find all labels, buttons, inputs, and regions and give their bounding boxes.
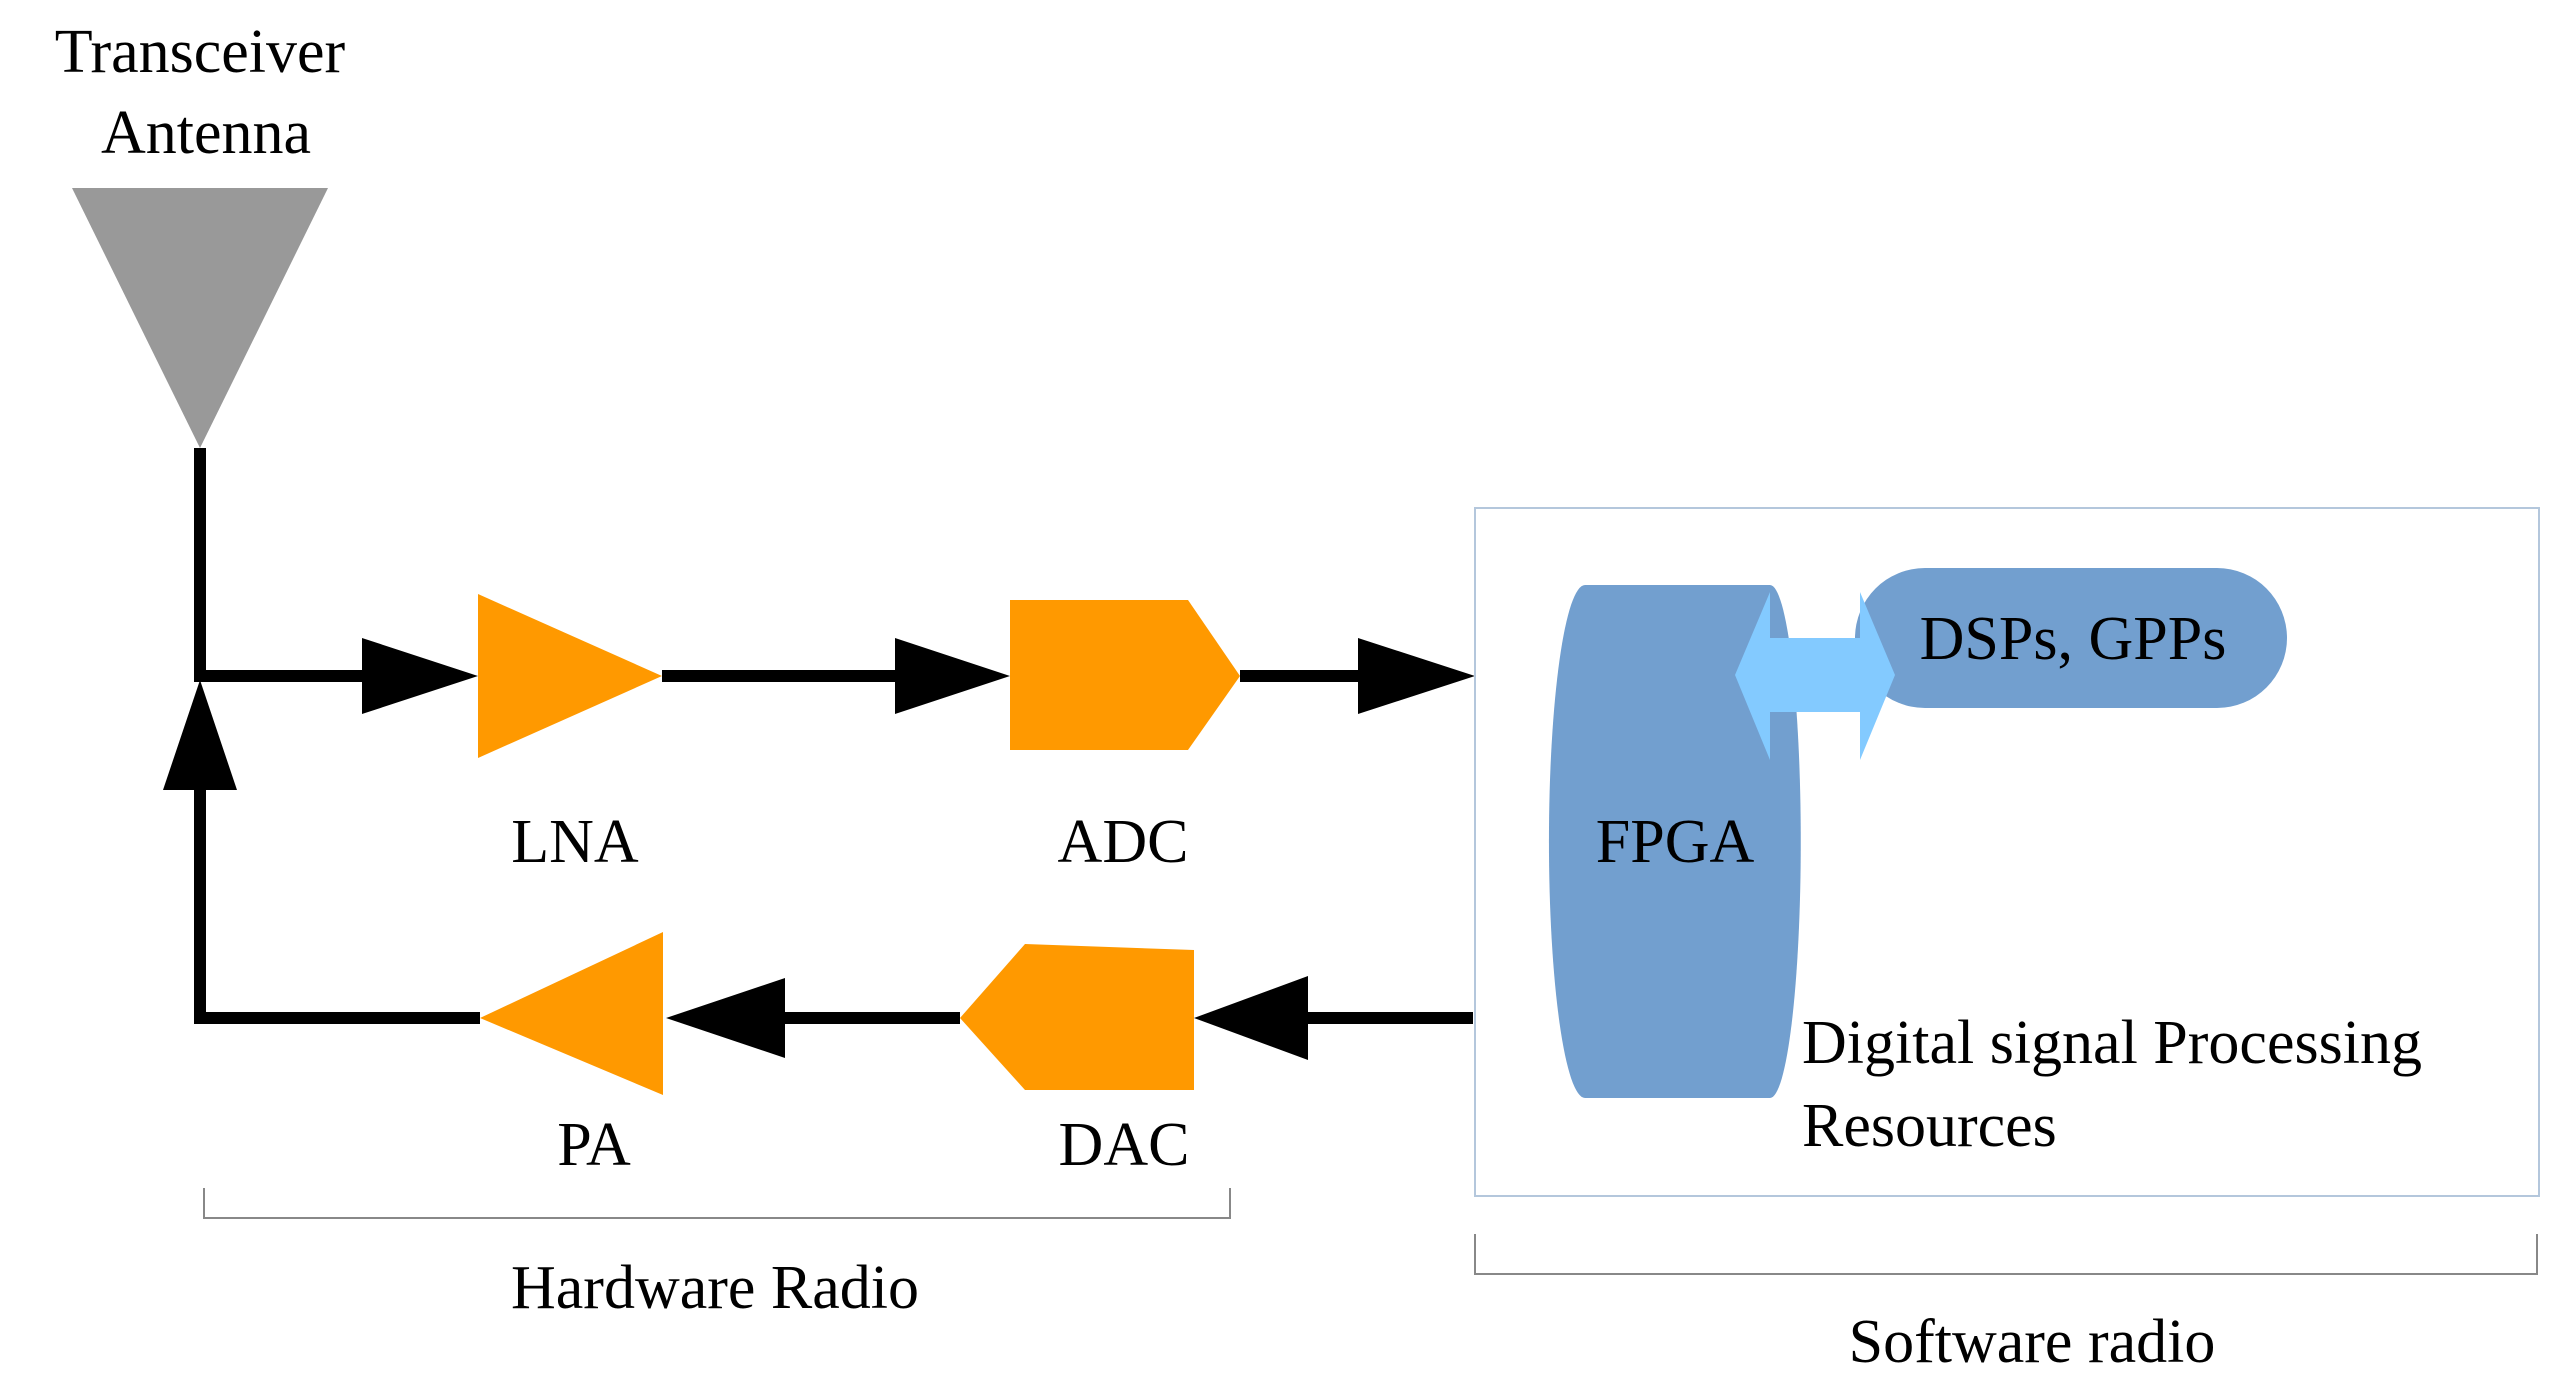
pa-block <box>480 932 663 1095</box>
antenna-label-line2: Antenna <box>101 99 311 167</box>
tx-arrowhead-1 <box>666 978 785 1058</box>
software-radio-label: Software radio <box>1849 1308 2216 1376</box>
fpga-block <box>1548 585 1801 1098</box>
hardware-radio-bracket <box>203 1188 1231 1219</box>
software-radio-box <box>1474 507 2540 1197</box>
rx-arrowhead-3 <box>1358 638 1475 714</box>
tx-up-arrowhead <box>163 680 237 790</box>
pa-label: PA <box>557 1111 631 1179</box>
rx-arrowhead-2 <box>895 638 1010 714</box>
dac-block <box>960 944 1194 1090</box>
dsp-resources-caption-line2: Resources <box>1802 1092 2057 1160</box>
dac-label: DAC <box>1059 1111 1190 1179</box>
fpga-label: FPGA <box>1596 808 1755 876</box>
lna-block <box>478 594 662 758</box>
hardware-radio-label: Hardware Radio <box>511 1254 919 1322</box>
adc-label: ADC <box>1058 808 1189 876</box>
software-radio-bracket <box>1474 1234 2538 1275</box>
rx-arrowhead-1 <box>362 638 478 714</box>
tx-arrowhead-2 <box>1194 976 1308 1060</box>
adc-block <box>1010 600 1240 750</box>
dsp-gpp-block <box>1855 568 2287 708</box>
antenna-icon <box>72 188 328 448</box>
lna-label: LNA <box>511 808 639 876</box>
antenna-label-line1: Transceiver <box>55 18 346 86</box>
dsp-resources-caption-line1: Digital signal Processing <box>1802 1009 2422 1077</box>
dsp-gpp-label: DSPs, GPPs <box>1920 605 2227 673</box>
bus-double-arrow-icon <box>1735 592 1895 760</box>
